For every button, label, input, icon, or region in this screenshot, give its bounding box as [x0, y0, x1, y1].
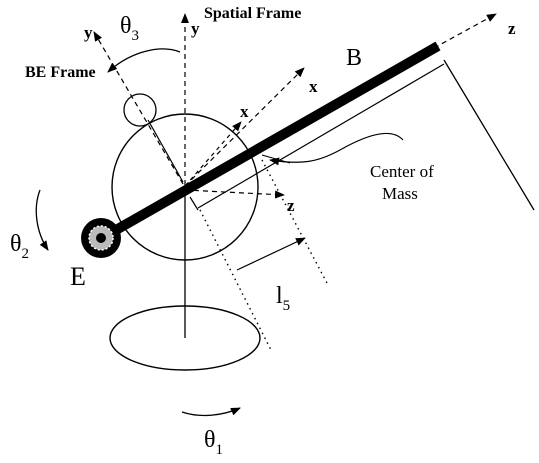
be-frame-label: BE Frame — [25, 64, 96, 81]
inner-z-axis — [184, 189, 285, 199]
inner-x-axis — [184, 121, 242, 187]
z-axis-outer-label: z — [508, 19, 516, 38]
point-e-label: E — [70, 262, 86, 291]
theta1-label: θ1 — [204, 427, 223, 458]
arm-lower-edge-cap — [189, 196, 199, 211]
theta3-label: θ3 — [120, 13, 139, 44]
center-of-mass-label-line1: Center of — [370, 162, 434, 181]
theta2-label: θ2 — [10, 231, 29, 262]
y-axis-spatial-label: y — [191, 19, 200, 38]
x-axis-outer-label: x — [309, 77, 318, 96]
point-b-label: B — [346, 45, 362, 71]
theta2-arrow — [35, 189, 49, 251]
center-of-mass-pointer — [269, 132, 404, 166]
z-axis-inner-label: z — [287, 196, 295, 215]
drop-line-b — [443, 59, 535, 211]
joint-e-core — [96, 233, 106, 243]
x-axis-inner-label: x — [240, 102, 249, 121]
body-circle — [111, 113, 259, 261]
center-of-mass-tick — [261, 154, 291, 164]
small-circle-link — [147, 119, 184, 183]
outer-x-axis — [184, 67, 305, 187]
dotted-proj-right — [261, 159, 329, 286]
y-axis-be-label: y — [84, 23, 93, 42]
theta1-arrow — [181, 407, 241, 417]
theta3-arrow — [107, 48, 181, 73]
length-label: l5 — [276, 283, 290, 314]
be-y-axis — [93, 31, 184, 185]
main-arm-link — [99, 41, 441, 243]
center-of-mass-label-line2: Mass — [382, 184, 418, 203]
top-small-circle — [123, 93, 157, 127]
dotted-proj-left — [199, 209, 273, 353]
outer-z-axis — [433, 13, 497, 49]
arm-lower-edge — [197, 63, 445, 209]
spatial-frame-label: Spatial Frame — [204, 5, 301, 22]
length-arrow — [236, 237, 306, 271]
